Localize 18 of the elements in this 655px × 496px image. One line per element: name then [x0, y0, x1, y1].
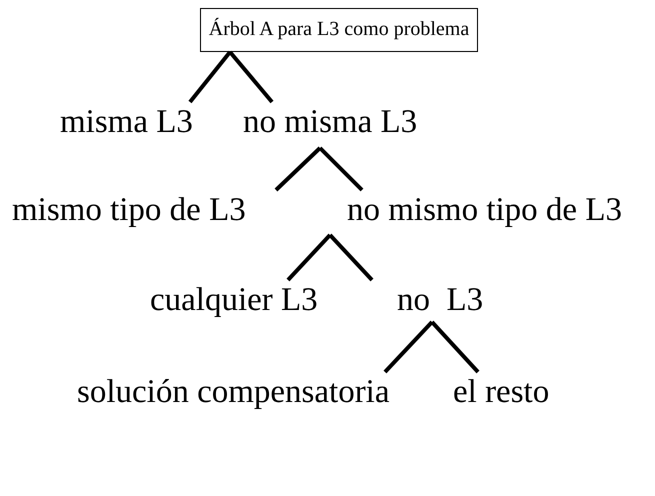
- title-text: Árbol A para L3 como problema: [208, 18, 470, 40]
- branch-label: mismo tipo de L3: [12, 192, 246, 228]
- branch-label: el resto: [453, 374, 550, 410]
- tree-branch-line: [328, 234, 374, 282]
- branch-label: no L3: [397, 282, 484, 318]
- branch-label: misma L3: [60, 104, 193, 140]
- tree-branch-line: [286, 234, 332, 282]
- tree-branch-line: [384, 320, 434, 374]
- branch-label: no mismo tipo de L3: [347, 192, 622, 228]
- title-box: [200, 8, 478, 52]
- tree-branch-line: [228, 50, 274, 104]
- tree-branch-line: [318, 146, 364, 192]
- branch-label: cualquier L3: [150, 282, 318, 318]
- branch-label: no misma L3: [243, 104, 418, 140]
- tree-branch-line: [188, 50, 232, 104]
- tree-branch-line: [274, 146, 322, 192]
- tree-branch-line: [430, 320, 480, 374]
- branch-label: solución compensatoria: [77, 374, 390, 410]
